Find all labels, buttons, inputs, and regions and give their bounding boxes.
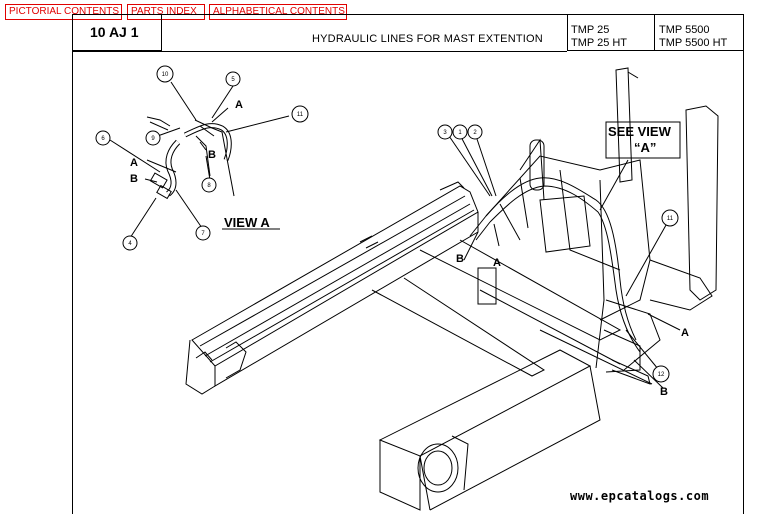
callout-11-detail	[291, 105, 309, 123]
callout-6	[95, 130, 111, 146]
see-view-line2: “A”	[634, 140, 656, 155]
detail-label-b-left: B	[130, 173, 138, 185]
parts-index-link[interactable]: PARTS INDEX	[127, 4, 205, 20]
callout-5-label: 5	[231, 77, 235, 83]
callout-8-label: 8	[207, 183, 211, 189]
callout-1-label: 1	[458, 130, 462, 136]
main-label-b: B	[456, 253, 464, 265]
callout-7-label: 7	[201, 231, 205, 237]
view-a-title: VIEW A	[224, 215, 270, 230]
drawing-frame	[72, 14, 744, 514]
detail-label-b-top: B	[208, 149, 216, 161]
cab-and-mast-area	[477, 67, 719, 385]
detail-label-a-left: A	[130, 157, 138, 169]
callout-11-label: 11	[667, 216, 674, 222]
model-tmp5500: TMP 5500	[659, 24, 710, 36]
section-code: 10 AJ 1	[90, 24, 139, 40]
header-divider	[72, 51, 567, 52]
callout-circles	[95, 65, 679, 383]
telescopic-boom	[185, 181, 479, 395]
callout-9	[145, 130, 161, 146]
callout-8	[201, 177, 217, 193]
right-label-a: A	[681, 327, 689, 339]
callout-4-label: 4	[128, 241, 132, 247]
callout-3-label: 3	[443, 130, 447, 136]
view-a-detail	[109, 81, 290, 239]
callout-10	[156, 65, 174, 83]
model-tmp25ht: TMP 25 HT	[571, 37, 628, 49]
callout-6-label: 6	[101, 136, 105, 142]
callout-11-detail-label: 11	[297, 112, 304, 118]
callout-5	[225, 71, 241, 87]
code-cell	[72, 14, 162, 51]
model-tmp5500ht: TMP 5500 HT	[659, 37, 728, 49]
chassis-frame	[371, 239, 653, 511]
callout-11	[661, 209, 679, 227]
model-tmp25: TMP 25	[571, 24, 610, 36]
page-title: HYDRAULIC LINES FOR MAST EXTENTION	[312, 33, 543, 45]
callout-leaders	[446, 132, 681, 389]
callout-1	[452, 124, 468, 140]
callout-10-label: 10	[162, 72, 169, 78]
model-cell-right	[655, 14, 744, 51]
callout-3	[437, 124, 453, 140]
callout-4	[122, 235, 138, 251]
callout-12-label: 12	[658, 372, 665, 378]
pictorial-contents-link[interactable]: PICTORIAL CONTENTS	[5, 4, 122, 20]
main-label-a: A	[493, 257, 501, 269]
detail-label-a-top: A	[235, 99, 243, 111]
callout-12	[652, 365, 670, 383]
hydraulic-lines	[469, 177, 641, 353]
callout-9-label: 9	[151, 136, 155, 142]
alphabetical-contents-link[interactable]: ALPHABETICAL CONTENTS	[209, 4, 347, 20]
right-label-b: B	[660, 386, 668, 398]
see-view-box	[605, 121, 681, 159]
callout-2-label: 2	[473, 130, 477, 136]
callout-2	[467, 124, 483, 140]
watermark: www.epcatalogs.com	[570, 489, 710, 503]
see-view-line1: SEE VIEW	[608, 124, 672, 139]
model-cell-left	[567, 14, 655, 51]
callout-7	[195, 225, 211, 241]
